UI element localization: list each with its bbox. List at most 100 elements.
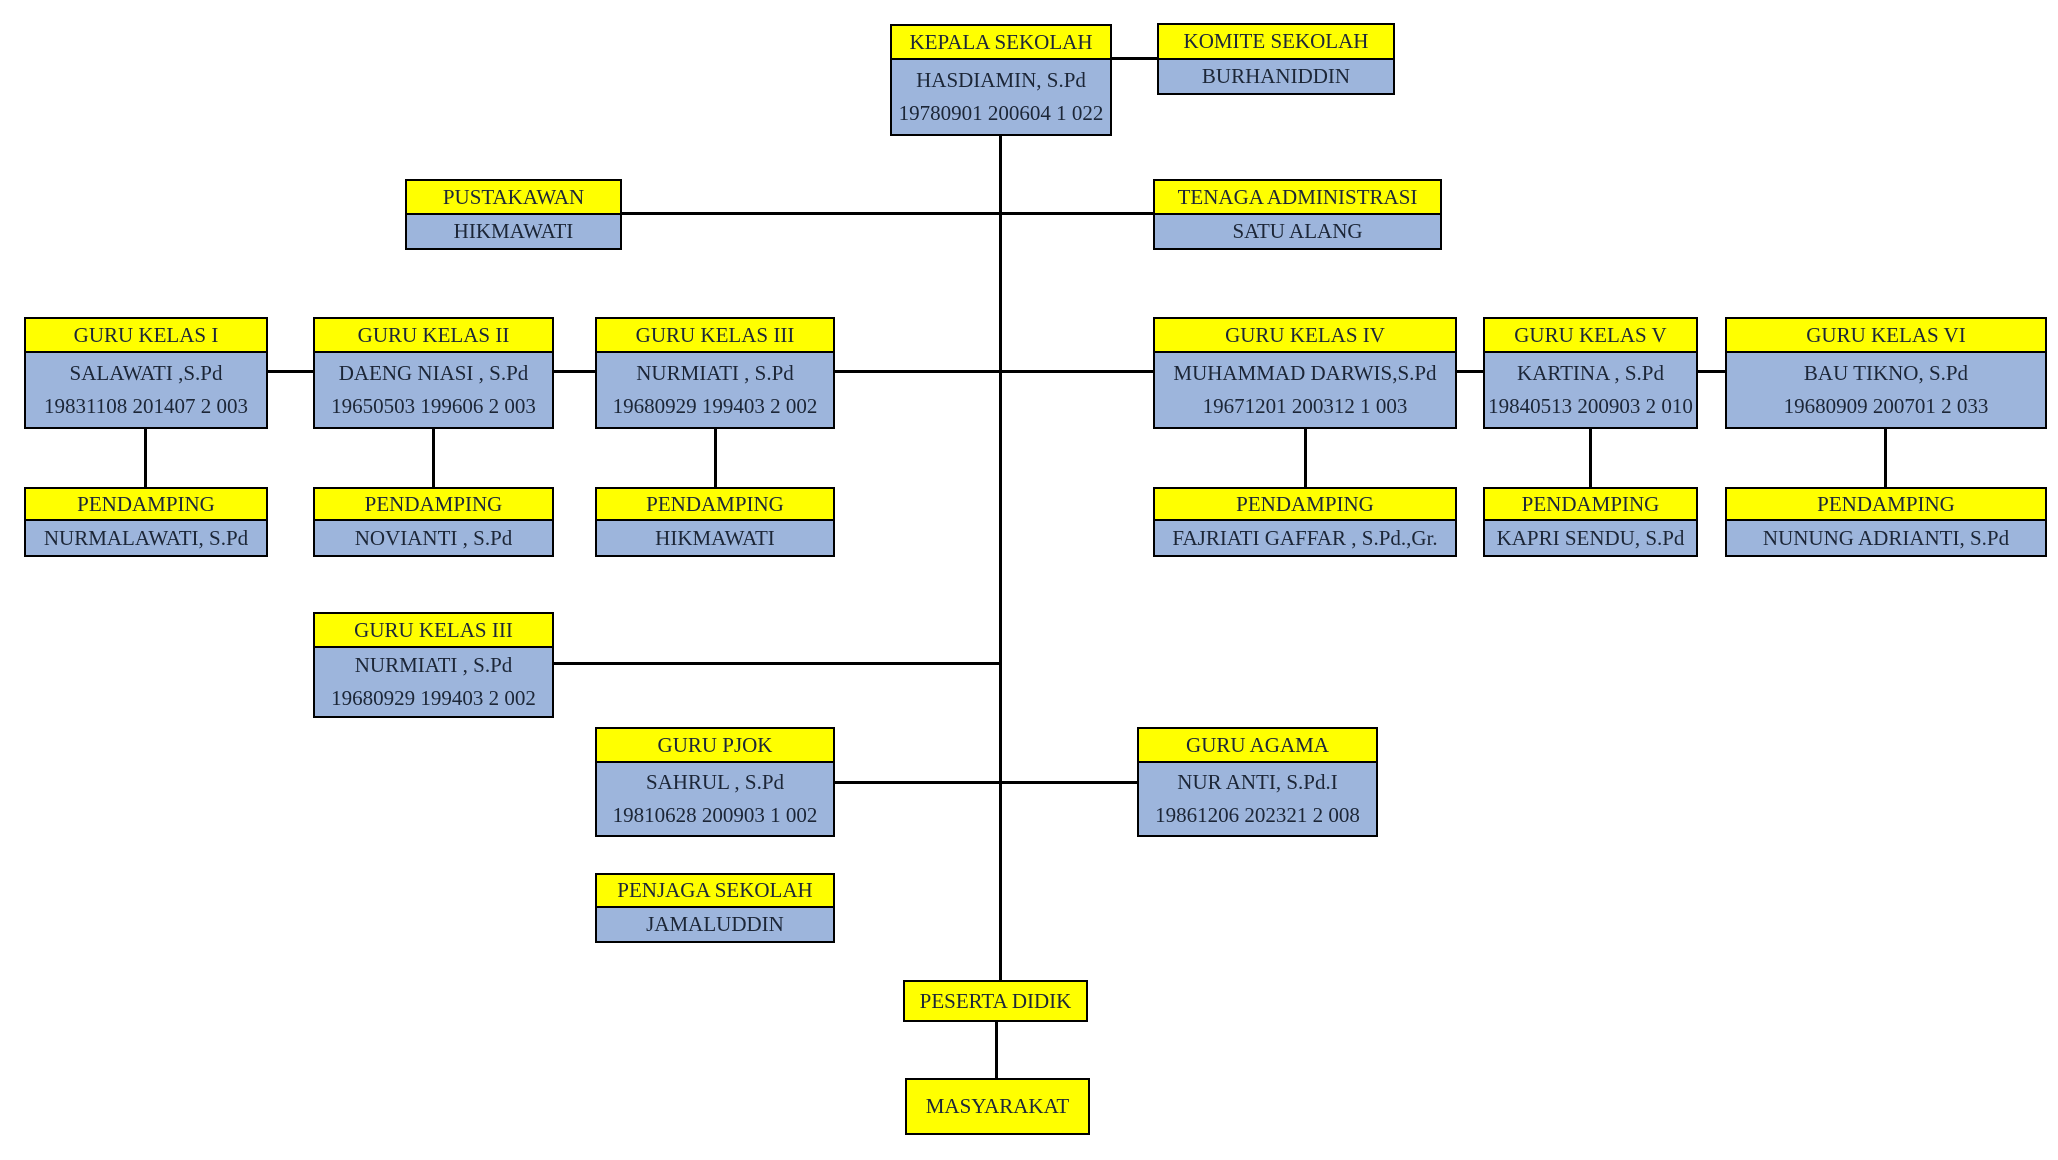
box-guru-pjok: GURU PJOK SAHRUL , S.Pd 19810628 200903 … (595, 727, 835, 837)
box-body: HIKMAWATI (595, 521, 835, 557)
connector-guru3b-trunk (554, 662, 999, 665)
box-title: TENAGA ADMINISTRASI (1153, 179, 1442, 215)
person-nip: 19810628 200903 1 002 (612, 803, 818, 827)
box-body: DAENG NIASI , S.Pd 19650503 199606 2 003 (313, 353, 554, 429)
box-title: PENDAMPING (1153, 487, 1457, 521)
box-pendamping-2: PENDAMPING NOVIANTI , S.Pd (313, 487, 554, 557)
box-body: NURMIATI , S.Pd 19680929 199403 2 002 (313, 648, 554, 718)
person-name: NURMIATI , S.Pd (354, 653, 513, 677)
person-name: SAHRUL , S.Pd (645, 770, 785, 794)
box-body: JAMALUDDIN (595, 908, 835, 943)
person-nip: 19840513 200903 2 010 (1488, 394, 1693, 418)
person-name: JAMALUDDIN (646, 912, 784, 936)
person-nip: 19650503 199606 2 003 (331, 394, 536, 418)
box-guru-kelas-6: GURU KELAS VI BAU TIKNO, S.Pd 19680909 2… (1725, 317, 2047, 429)
box-pendamping-1: PENDAMPING NURMALAWATI, S.Pd (24, 487, 268, 557)
person-nip: 19680929 199403 2 002 (331, 686, 536, 710)
box-title: PUSTAKAWAN (405, 179, 622, 215)
connector-guru4-pendamping4 (1304, 429, 1307, 487)
box-pustakawan: PUSTAKAWAN HIKMAWATI (405, 179, 622, 250)
box-title: PENDAMPING (1483, 487, 1698, 521)
box-title-text: GURU KELAS VI (1806, 322, 1966, 347)
box-komite-sekolah: KOMITE SEKOLAH BURHANIDDIN (1157, 23, 1395, 95)
box-title-text: KOMITE SEKOLAH (1183, 29, 1369, 53)
box-pendamping-6: PENDAMPING NUNUNG ADRIANTI, S.Pd (1725, 487, 2047, 557)
box-title: GURU KELAS I (24, 317, 268, 353)
person-name: HIKMAWATI (453, 219, 574, 243)
box-title-text: GURU PJOK (657, 732, 773, 757)
box-guru-kelas-3: GURU KELAS III NURMIATI , S.Pd 19680929 … (595, 317, 835, 429)
person-name: NUR ANTI, S.Pd.I (1177, 770, 1338, 794)
person-name: SATU ALANG (1232, 219, 1363, 243)
box-masyarakat: MASYARAKAT (905, 1078, 1090, 1135)
box-title-text: GURU KELAS II (357, 322, 510, 347)
person-nip: 19780901 200604 1 022 (898, 101, 1104, 125)
box-title-text: PENDAMPING (1521, 491, 1660, 516)
box-guru-kelas-5: GURU KELAS V KARTINA , S.Pd 19840513 200… (1483, 317, 1698, 429)
box-title-text: MASYARAKAT (925, 1094, 1070, 1118)
box-tenaga-administrasi: TENAGA ADMINISTRASI SATU ALANG (1153, 179, 1442, 250)
box-title-text: PENDAMPING (1236, 491, 1374, 516)
person-name: BAU TIKNO, S.Pd (1803, 361, 1969, 385)
person-name: KAPRI SENDU, S.Pd (1496, 525, 1685, 550)
box-title-text: GURU KELAS III (354, 617, 513, 642)
box-penjaga-sekolah: PENJAGA SEKOLAH JAMALUDDIN (595, 873, 835, 943)
box-body: SALAWATI ,S.Pd 19831108 201407 2 003 (24, 353, 268, 429)
connector-guru3-guru4 (835, 370, 1153, 373)
box-title-text: GURU AGAMA (1186, 732, 1329, 757)
box-title-text: PENDAMPING (1817, 491, 1955, 516)
connector-pjok-agama (835, 781, 1137, 784)
person-name: NUNUNG ADRIANTI, S.Pd (1762, 525, 2010, 550)
box-body: KAPRI SENDU, S.Pd (1483, 521, 1698, 557)
person-name: DAENG NIASI , S.Pd (338, 361, 529, 385)
box-title: PENDAMPING (24, 487, 268, 521)
box-title-text: KEPALA SEKOLAH (909, 29, 1093, 54)
person-nip: 19671201 200312 1 003 (1202, 394, 1408, 418)
box-guru-kelas-3b: GURU KELAS III NURMIATI , S.Pd 19680929 … (313, 612, 554, 718)
box-title: GURU KELAS VI (1725, 317, 2047, 353)
person-nip: 19680909 200701 2 033 (1783, 394, 1989, 418)
box-title-text: GURU KELAS I (73, 322, 219, 347)
box-title: GURU KELAS III (595, 317, 835, 353)
box-pendamping-5: PENDAMPING KAPRI SENDU, S.Pd (1483, 487, 1698, 557)
person-name: NOVIANTI , S.Pd (354, 525, 513, 550)
box-title-text: PENJAGA SEKOLAH (617, 878, 813, 902)
box-body: NURMALAWATI, S.Pd (24, 521, 268, 557)
person-name: HIKMAWATI (655, 525, 775, 550)
person-name: MUHAMMAD DARWIS,S.Pd (1173, 361, 1437, 385)
box-body: KARTINA , S.Pd 19840513 200903 2 010 (1483, 353, 1698, 429)
connector-pustakawan-tenaga (622, 212, 1153, 215)
box-title-text: GURU KELAS V (1514, 322, 1667, 347)
connector-guru2-pendamping2 (432, 429, 435, 487)
connector-guru5-guru6 (1698, 370, 1725, 373)
connector-guru4-guru5 (1457, 370, 1483, 373)
box-pendamping-4: PENDAMPING FAJRIATI GAFFAR , S.Pd.,Gr. (1153, 487, 1457, 557)
person-nip: 19861206 202321 2 008 (1155, 803, 1360, 827)
box-title: KEPALA SEKOLAH (890, 24, 1112, 60)
box-guru-agama: GURU AGAMA NUR ANTI, S.Pd.I 19861206 202… (1137, 727, 1378, 837)
box-guru-kelas-4: GURU KELAS IV MUHAMMAD DARWIS,S.Pd 19671… (1153, 317, 1457, 429)
box-title-text: TENAGA ADMINISTRASI (1177, 184, 1418, 209)
box-title: GURU KELAS IV (1153, 317, 1457, 353)
box-guru-kelas-1: GURU KELAS I SALAWATI ,S.Pd 19831108 201… (24, 317, 268, 429)
box-guru-kelas-2: GURU KELAS II DAENG NIASI , S.Pd 1965050… (313, 317, 554, 429)
box-title: PENDAMPING (313, 487, 554, 521)
box-body: SAHRUL , S.Pd 19810628 200903 1 002 (595, 763, 835, 837)
person-nip: 19831108 201407 2 003 (44, 394, 248, 418)
box-title-text: GURU KELAS III (635, 322, 795, 347)
box-title-text: PESERTA DIDIK (919, 988, 1072, 1013)
box-title: GURU AGAMA (1137, 727, 1378, 763)
box-body: HASDIAMIN, S.Pd 19780901 200604 1 022 (890, 60, 1112, 136)
box-title-text: PUSTAKAWAN (442, 184, 585, 209)
connector-guru1-guru2 (268, 370, 313, 373)
box-title: GURU KELAS II (313, 317, 554, 353)
person-name: SALAWATI ,S.Pd (69, 361, 223, 385)
connector-guru3-pendamping3 (714, 429, 717, 487)
person-name: KARTINA , S.Pd (1517, 361, 1664, 385)
person-name: FAJRIATI GAFFAR , S.Pd.,Gr. (1172, 525, 1438, 550)
box-title: GURU KELAS III (313, 612, 554, 648)
connector-central-trunk (999, 136, 1002, 980)
connector-guru1-pendamping1 (144, 429, 147, 487)
box-title-text: PENDAMPING (646, 491, 784, 516)
